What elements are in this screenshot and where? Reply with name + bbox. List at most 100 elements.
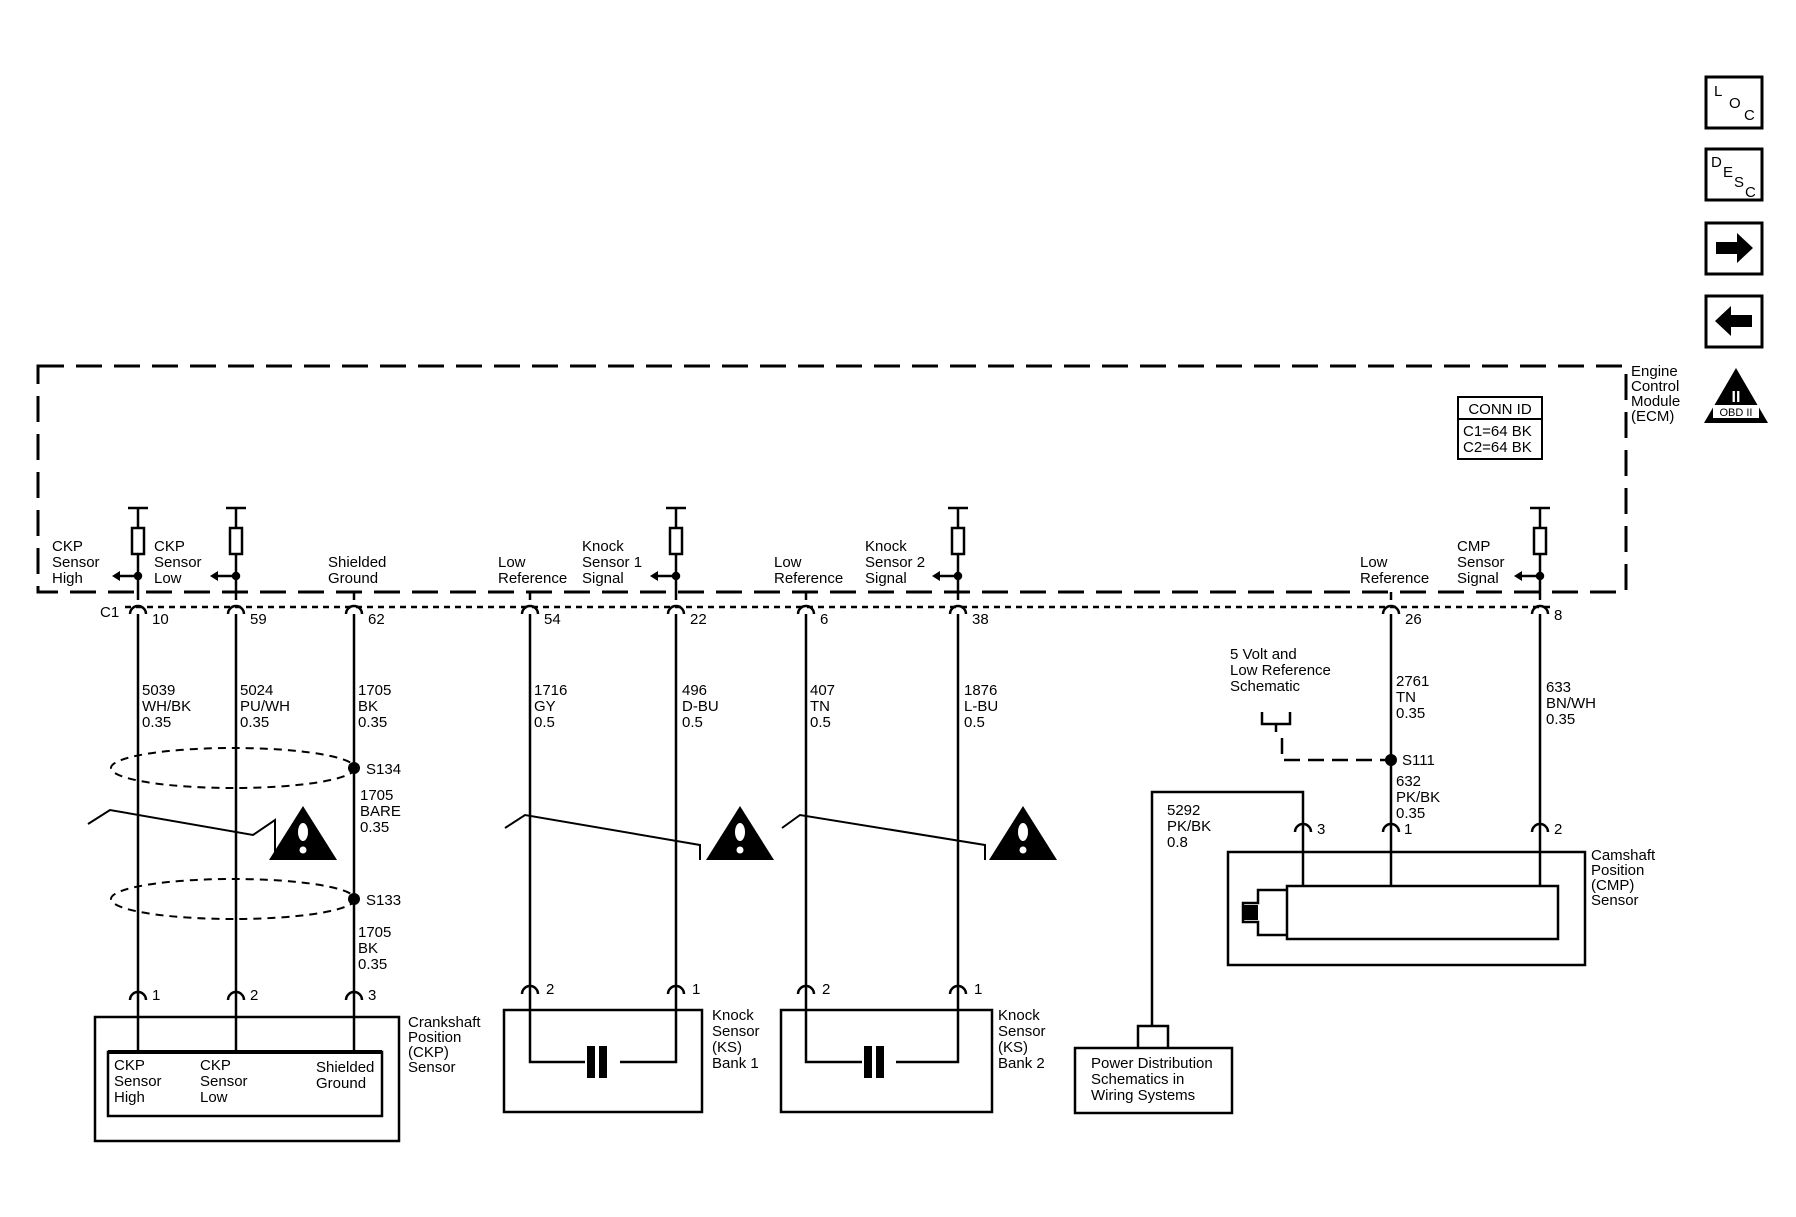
ckp-pin-2: 2: [250, 987, 258, 1004]
splice-s134: S134: [366, 761, 401, 778]
ecm-pin-54: 54: [544, 611, 561, 628]
ecm-stubs: [136, 576, 1542, 600]
svg-text:L: L: [1714, 83, 1722, 100]
label-ckp-high: CKP Sensor High: [52, 538, 104, 587]
next-button[interactable]: [1704, 221, 1764, 276]
svg-text:O: O: [1729, 95, 1741, 112]
svg-text:OBD II: OBD II: [1719, 407, 1752, 419]
resistor-ckp-high: [128, 506, 148, 576]
label-ks1-signal: Knock Sensor 1 Signal: [582, 538, 646, 587]
ks1-name: Knock Sensor (KS) Bank 1: [712, 1007, 764, 1072]
resistor-ks1: [666, 506, 686, 576]
ecm-pin-8: 8: [1554, 607, 1562, 624]
label-low-ref-ks1: Low Reference: [498, 554, 567, 587]
caution-triangle-icon: [989, 806, 1057, 860]
wire-1876: 1876 L-BU 0.5: [964, 682, 1002, 731]
svg-text:S: S: [1734, 174, 1744, 191]
resistor-ks2: [948, 506, 968, 576]
cmp-pin-1: 1: [1404, 821, 1412, 838]
harness-wires: [136, 614, 1542, 1000]
wire-5292-line: [1150, 790, 1305, 1026]
ecm-pin-62: 62: [368, 611, 385, 628]
obd-ii-button[interactable]: OBD II II: [1704, 368, 1768, 423]
ref-power-distribution[interactable]: Power Distribution Schematics in Wiring …: [1073, 1046, 1234, 1115]
ckp-inner-shield: Shielded Ground: [316, 1059, 379, 1092]
ref-bracket-5v: [1260, 712, 1292, 732]
conn-id-c1: C1=64 BK: [1463, 423, 1532, 440]
splice-dot-s111: [1385, 754, 1397, 766]
wire-1716: 1716 GY 0.5: [534, 682, 572, 731]
ecm-pin-59: 59: [250, 611, 267, 628]
cmp-pin-2: 2: [1554, 821, 1562, 838]
ecm-pin-terminals: [128, 604, 1550, 615]
label-shielded-ground: Shielded Ground: [328, 554, 391, 587]
ckp-pin-3: 3: [368, 987, 376, 1004]
shield-ellipse-upper: [110, 747, 356, 789]
twisted-pair-marks: [87, 808, 986, 860]
caution-triangle-icon: [706, 806, 774, 860]
cmp-pin-3: 3: [1317, 821, 1325, 838]
label-ckp-low: CKP Sensor Low: [154, 538, 206, 587]
splice-dot-s133: [348, 893, 360, 905]
ref-5-volt-schematic[interactable]: 5 Volt and Low Reference Schematic: [1230, 646, 1335, 695]
svg-text:Power Distribution Schem: Power Distribution Schematics in Wiring …: [1091, 1055, 1217, 1104]
wire-2761: 2761 TN 0.35: [1396, 673, 1434, 722]
knock-sensor-bank2: 2 1 Knock Sensor (KS) Bank 2: [779, 981, 1050, 1114]
resistor-ckp-low: [226, 506, 246, 576]
connector-c1-label: C1: [100, 604, 119, 621]
ckp-inner-high: CKP Sensor High: [114, 1057, 166, 1106]
conn-id-c2: C2=64 BK: [1463, 439, 1532, 456]
desc-button[interactable]: D E S C: [1704, 147, 1764, 202]
wire-632: 632 PK/BK 0.35: [1396, 773, 1444, 822]
svg-text:II: II: [1732, 389, 1741, 406]
wire-1705-bare: 1705 BARE 0.35: [360, 787, 405, 836]
splice-s133: S133: [366, 892, 401, 909]
knock-sensor-bank1: 2 1 Knock Sensor (KS) Bank 1: [502, 981, 764, 1114]
ks2-name: Knock Sensor (KS) Bank 2: [998, 1007, 1050, 1072]
ks1-pin-1: 1: [692, 981, 700, 998]
shield-ellipse-lower: [110, 878, 356, 920]
svg-text:D: D: [1711, 154, 1722, 171]
ckp-pin-1: 1: [152, 987, 160, 1004]
caution-triangle-icon: [269, 806, 337, 860]
ref-bracket-power: [1136, 1024, 1170, 1048]
ecm-pin-6: 6: [820, 611, 828, 628]
cmp-sensor: 3 1 2 Camshaft Position (CMP) Sensor: [1226, 821, 1659, 967]
wire-496: 496 D-BU 0.5: [682, 682, 723, 731]
ecm-pin-10: 10: [152, 611, 169, 628]
ks2-pin-2: 2: [822, 981, 830, 998]
ks1-pin-2: 2: [546, 981, 554, 998]
ecm-pin-38: 38: [972, 611, 989, 628]
ks2-pin-1: 1: [974, 981, 982, 998]
label-low-ref-ks2: Low Reference: [774, 554, 843, 587]
dashed-link-s111: [1280, 738, 1391, 762]
ecm-pin-26: 26: [1405, 611, 1422, 628]
prev-button[interactable]: [1704, 294, 1764, 349]
ckp-inner-low: CKP Sensor Low: [200, 1057, 252, 1106]
cmp-sensor-name: Camshaft Position (CMP) Sensor: [1591, 847, 1659, 909]
svg-text:C: C: [1745, 184, 1756, 201]
ecm-name: Engine Control Module (ECM): [1631, 363, 1684, 425]
ecm-pin-22: 22: [690, 611, 707, 628]
label-ks2-signal: Knock Sensor 2 Signal: [865, 538, 929, 587]
conn-id-box: CONN ID C1=64 BK C2=64 BK: [1457, 396, 1543, 460]
loc-button[interactable]: L O C: [1704, 75, 1764, 130]
svg-text:E: E: [1723, 164, 1733, 181]
conn-id-title: CONN ID: [1468, 401, 1532, 418]
wire-1705-bk-lower: 1705 BK 0.35: [358, 924, 396, 973]
wire-1705-bk-upper: 1705 BK 0.35: [358, 682, 396, 731]
wire-5024: 5024 PU/WH 0.35: [240, 682, 294, 731]
splice-s111: S111: [1402, 752, 1435, 769]
ecm-boundary: [36, 364, 1628, 594]
resistor-cmp: [1530, 506, 1550, 576]
arrow-right-icon: [1716, 233, 1753, 263]
wire-5292: 5292 PK/BK 0.8: [1167, 802, 1215, 851]
wire-633: 633 BN/WH 0.35: [1546, 679, 1600, 728]
wire-407: 407 TN 0.5: [810, 682, 839, 731]
svg-text:C: C: [1744, 107, 1755, 124]
splice-dot-s134: [348, 762, 360, 774]
label-low-ref-cmp: Low Reference: [1360, 554, 1429, 587]
label-cmp-signal: CMP Sensor Signal: [1457, 538, 1509, 587]
